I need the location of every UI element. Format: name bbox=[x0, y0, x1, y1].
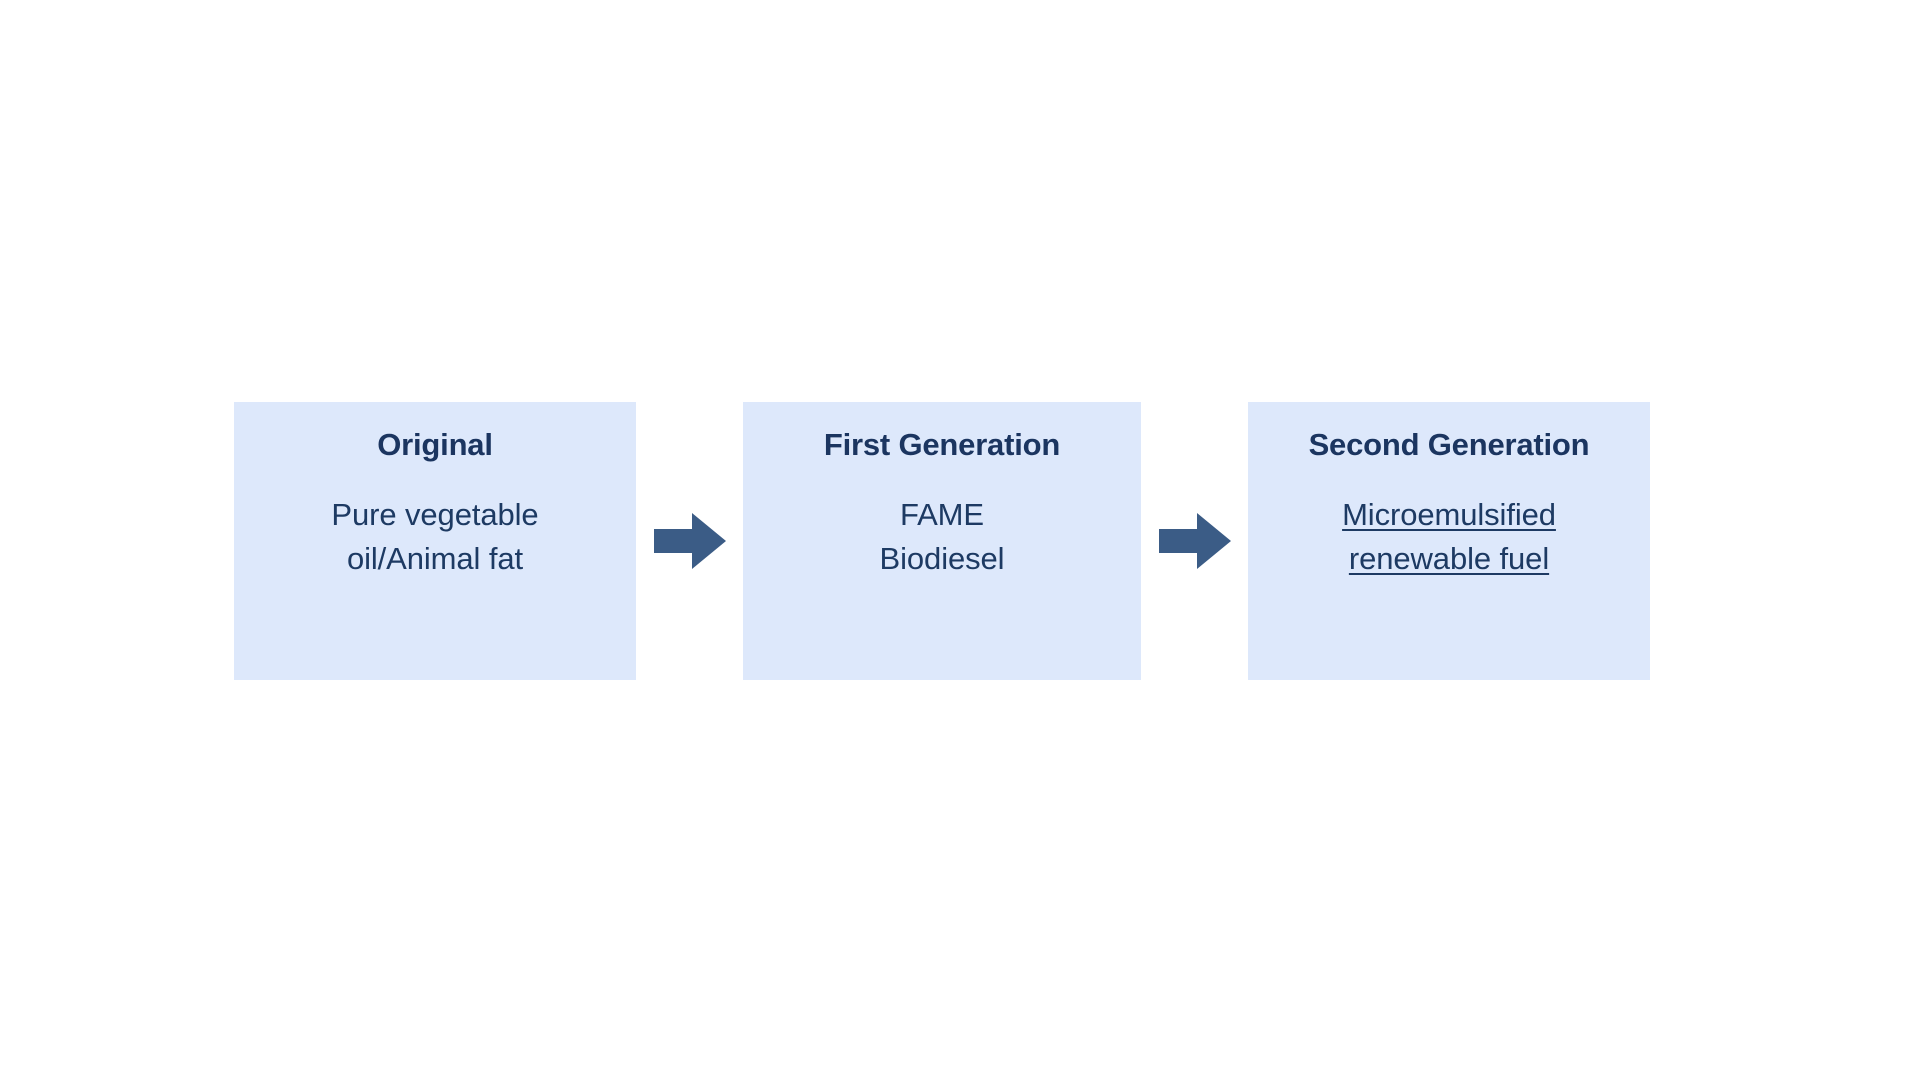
stage-body: FAME Biodiesel bbox=[880, 493, 1005, 581]
stage-body: Pure vegetable oil/Animal fat bbox=[331, 493, 538, 581]
stage-box-second-generation[interactable]: Second Generation Microemulsified renewa… bbox=[1248, 402, 1650, 680]
stage-title: Original bbox=[377, 427, 493, 462]
stage-body-line: Microemulsified bbox=[1342, 496, 1556, 532]
stage-body: Microemulsified renewable fuel bbox=[1342, 493, 1556, 581]
stage-box-original[interactable]: Original Pure vegetable oil/Animal fat bbox=[234, 402, 636, 680]
stage-title: Second Generation bbox=[1308, 427, 1590, 462]
stage-body-line: FAME bbox=[899, 496, 984, 532]
stage-body-line: Biodiesel bbox=[879, 540, 1005, 576]
stage-body-line: oil/Animal fat bbox=[346, 540, 524, 576]
stage-box-first-generation[interactable]: First Generation FAME Biodiesel bbox=[743, 402, 1141, 680]
flow-row: Original Pure vegetable oil/Animal fat F… bbox=[234, 402, 1650, 680]
stage-title: First Generation bbox=[823, 427, 1061, 462]
stage-body-line: renewable fuel bbox=[1348, 540, 1550, 576]
right-arrow-icon bbox=[1158, 513, 1231, 569]
connector-2 bbox=[1141, 402, 1248, 680]
right-arrow-icon bbox=[653, 513, 726, 569]
stage-body-line: Pure vegetable bbox=[331, 496, 539, 532]
connector-1 bbox=[636, 402, 743, 680]
